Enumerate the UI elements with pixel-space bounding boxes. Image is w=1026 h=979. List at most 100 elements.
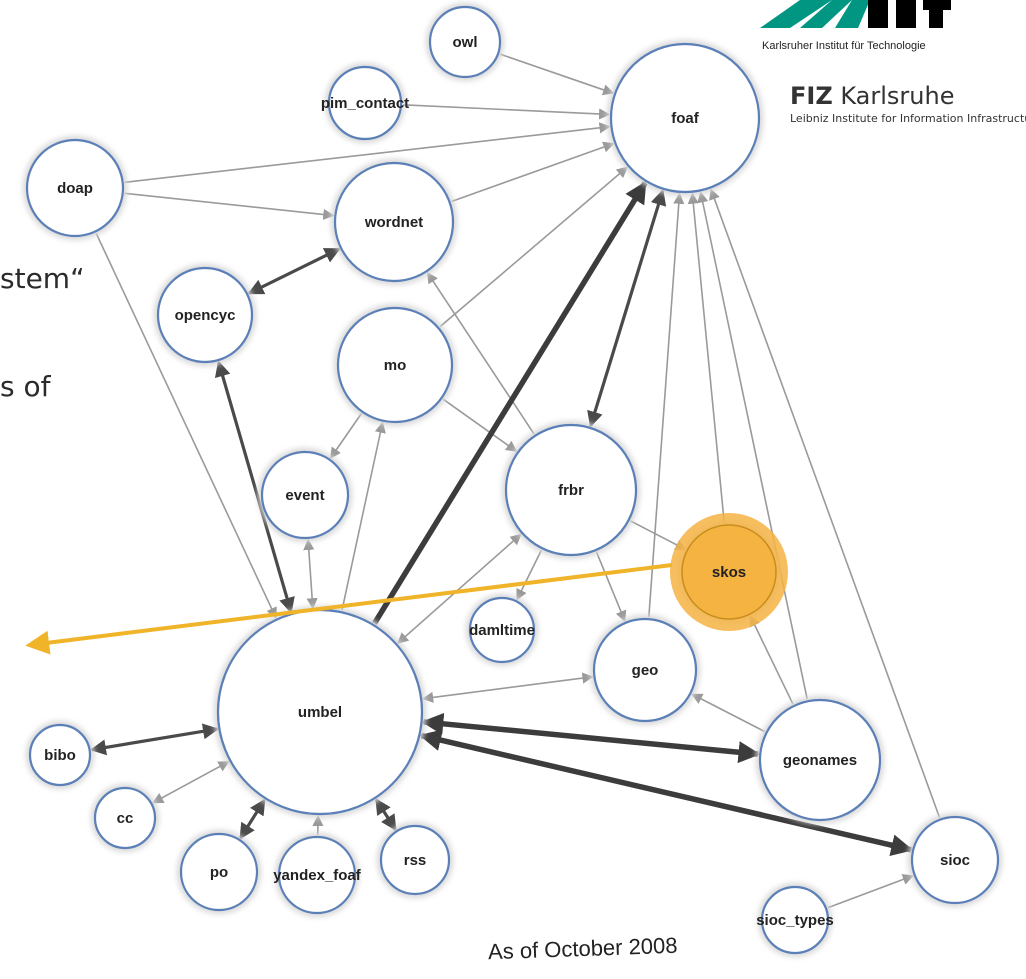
node-opencyc-circle xyxy=(156,266,254,364)
node-mo: mo xyxy=(334,304,456,426)
node-yandex_foaf: yandex_foaf xyxy=(273,833,362,917)
edge-doap-foaf xyxy=(124,122,611,184)
node-po-label: po xyxy=(210,864,228,881)
node-event-label: event xyxy=(285,487,324,504)
edge-frbr-damltime xyxy=(516,549,543,601)
node-frbr-label: frbr xyxy=(558,482,584,499)
edge-pim_contact-foaf xyxy=(402,103,611,120)
edge-umbel-mo xyxy=(341,421,386,611)
node-doap-label: doap xyxy=(57,180,93,197)
node-bibo-circle xyxy=(28,723,92,787)
node-geonames-circle xyxy=(758,698,882,822)
node-mo-circle xyxy=(336,306,454,424)
fiz-logo-subtitle: Leibniz Institute for Information Infras… xyxy=(790,112,1026,125)
node-rss: rss xyxy=(377,822,453,898)
edge-mo-frbr xyxy=(442,398,518,452)
edge-mo-foaf xyxy=(439,166,628,328)
fiz-logo-bold: FIZ xyxy=(790,82,833,110)
node-sioc-label: sioc xyxy=(940,852,970,869)
node-owl-label: owl xyxy=(453,34,478,51)
edge-geonames-foaf xyxy=(697,191,809,700)
node-foaf-label: foaf xyxy=(671,110,700,127)
node-geo: geo xyxy=(590,615,700,725)
node-sioc_types-label: sioc_types xyxy=(756,912,834,929)
node-skos-label: skos xyxy=(712,564,746,581)
edge-po-umbel xyxy=(238,798,266,840)
node-opencyc-label: opencyc xyxy=(175,307,236,324)
node-geonames-label: geonames xyxy=(783,752,857,769)
node-sioc_types-circle xyxy=(760,885,830,955)
node-geonames: geonames xyxy=(756,696,884,824)
node-owl-circle xyxy=(428,5,502,79)
node-pim_contact-label: pim_contact xyxy=(321,95,409,112)
edge-frbr-umbel xyxy=(397,533,522,644)
node-sioc: sioc xyxy=(908,813,1002,907)
edge-skos-foaf xyxy=(687,192,726,524)
edge-geo-foaf xyxy=(648,192,685,618)
node-yandex_foaf-label: yandex_foaf xyxy=(273,867,362,884)
edge-sioc_types-sioc xyxy=(827,874,914,909)
node-event-circle xyxy=(260,450,350,540)
slide-text-line-1: stem“ xyxy=(0,262,85,295)
node-event: event xyxy=(258,448,352,542)
node-umbel: umbel xyxy=(214,606,426,818)
edge-umbel-opencyc xyxy=(214,360,295,614)
node-geo-label: geo xyxy=(632,662,659,679)
edge-owl-foaf xyxy=(499,53,615,96)
edge-frbr-wordnet xyxy=(426,271,535,435)
node-frbr-circle xyxy=(504,423,638,557)
node-mo-label: mo xyxy=(384,357,407,374)
edge-geonames-skos xyxy=(749,615,794,705)
node-rss-circle xyxy=(379,824,451,896)
node-owl: owl xyxy=(426,3,504,81)
node-wordnet: wordnet xyxy=(331,159,457,285)
node-pim_contact-circle xyxy=(327,65,403,141)
edge-umbel-sioc xyxy=(419,729,914,857)
node-bibo-label: bibo xyxy=(44,747,76,764)
kit-logo-caption: Karlsruher Institut für Technologie xyxy=(762,40,926,52)
node-yandex_foaf-circle xyxy=(277,835,357,915)
edge-wordnet-foaf xyxy=(451,141,615,203)
edge-frbr-foaf xyxy=(587,189,667,428)
node-skos: skos xyxy=(670,513,788,631)
node-opencyc: opencyc xyxy=(154,264,256,366)
node-frbr: frbr xyxy=(502,421,640,559)
fiz-logo: FIZ Karlsruhe xyxy=(790,84,954,108)
yellow-arrow xyxy=(25,563,673,655)
node-po-circle xyxy=(179,832,259,912)
kit-logo-icon xyxy=(760,0,951,28)
node-cc-circle xyxy=(93,786,157,850)
node-wordnet-label: wordnet xyxy=(364,214,423,231)
node-wordnet-circle xyxy=(333,161,455,283)
edge-opencyc-wordnet xyxy=(247,247,341,295)
edge-doap-wordnet xyxy=(124,192,335,221)
edge-umbel-event xyxy=(303,538,318,610)
node-po: po xyxy=(177,830,261,914)
node-sioc_types: sioc_types xyxy=(756,883,834,957)
node-pim_contact: pim_contact xyxy=(321,63,409,143)
slide-text-line-2: s of xyxy=(0,370,51,403)
edge-sioc-foaf xyxy=(709,188,941,818)
node-cc: cc xyxy=(91,784,159,852)
edge-bibo-umbel xyxy=(89,723,219,756)
node-doap: doap xyxy=(23,136,127,240)
edge-umbel-geo xyxy=(422,672,594,703)
node-damltime: damltime xyxy=(466,594,538,666)
node-skos-circle xyxy=(681,524,777,620)
node-sioc-circle xyxy=(910,815,1000,905)
node-damltime-label: damltime xyxy=(469,622,535,639)
node-foaf: foaf xyxy=(607,40,763,196)
node-doap-circle xyxy=(25,138,125,238)
edge-cc-umbel xyxy=(152,760,230,804)
node-foaf-circle xyxy=(609,42,761,194)
edge-layer xyxy=(89,53,941,909)
node-rss-label: rss xyxy=(404,852,427,869)
edge-mo-event xyxy=(329,413,363,459)
edge-rss-umbel xyxy=(374,798,397,832)
node-bibo: bibo xyxy=(26,721,94,789)
fiz-logo-name: Karlsruhe xyxy=(832,82,955,110)
edge-frbr-geo xyxy=(595,551,627,623)
edge-umbel-foaf xyxy=(372,180,648,625)
